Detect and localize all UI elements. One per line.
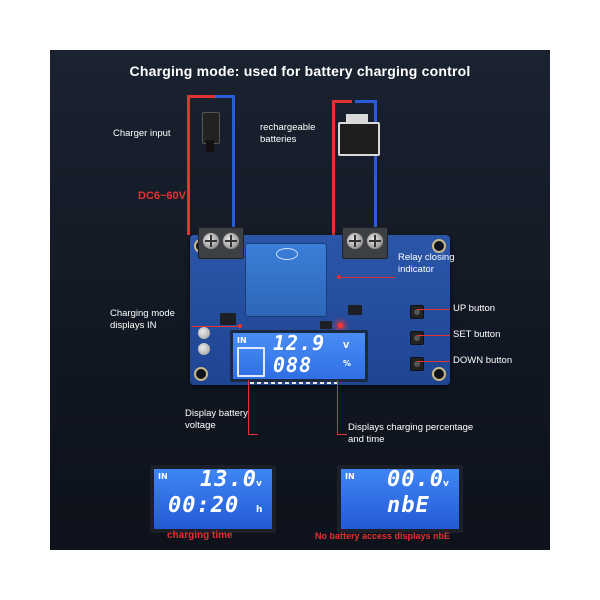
left-lcd-unit-h: h — [256, 505, 263, 515]
charging-time-label: charging time — [167, 530, 233, 541]
right-lcd-unit-v: v — [443, 479, 449, 489]
callout-line-down — [417, 361, 450, 362]
down-button[interactable] — [410, 357, 424, 371]
battery-red-wire — [332, 100, 335, 235]
down-button-label: DOWN button — [453, 355, 513, 366]
callout-line-voltage — [248, 380, 249, 435]
charging-time-display: IN 13.0 v 00:20 h — [150, 465, 276, 533]
right-lcd-voltage: 00.0 — [387, 467, 444, 492]
battery-blue-wire — [374, 100, 377, 235]
pcb-mount-hole — [194, 367, 208, 381]
lcd-in-indicator: IN — [237, 336, 247, 345]
relay-module — [245, 243, 327, 317]
product-image-panel: Charging mode: used for battery charging… — [50, 50, 550, 550]
callout-line-up — [417, 309, 450, 310]
ic-chip — [320, 321, 332, 329]
relay-indicator-label: Relay closing indicator — [398, 252, 455, 275]
pcb-board: IN 12.9 V 088 % — [190, 227, 450, 385]
pcb-mount-hole — [432, 367, 446, 381]
right-lcd-status: nbE — [387, 493, 430, 518]
battery-icon — [338, 122, 380, 156]
charger-red-wire — [187, 95, 190, 235]
screw-icon — [366, 232, 384, 250]
right-lcd-in-indicator: IN — [345, 472, 355, 481]
lcd-voltage-readout: 12.9 — [273, 331, 326, 355]
callout-line-set — [417, 335, 450, 336]
batteries-label-text: rechargeable batteries — [260, 122, 316, 145]
up-button-label: UP button — [453, 303, 496, 314]
callout-line-charging-mode — [192, 326, 242, 327]
callout-dot-charging-mode — [238, 324, 242, 328]
charger-connector-plug — [206, 140, 214, 152]
relay-indicator-led — [338, 323, 343, 328]
charger-red-wire-top — [187, 95, 217, 98]
display-percentage-label: Displays charging percentage and time — [348, 422, 474, 445]
callout-tick-percentage — [337, 434, 347, 435]
display-voltage-label: Display battery voltage — [185, 408, 248, 431]
screw-icon — [222, 232, 240, 250]
left-lcd-voltage: 13.0 — [200, 467, 257, 492]
lcd-unit-percent: % — [343, 359, 352, 368]
charging-mode-label: Charging mode displays IN — [110, 308, 175, 331]
screw-icon — [346, 232, 364, 250]
left-lcd-time: 00:20 — [168, 493, 240, 518]
batteries-label: rechargeable batteries — [260, 122, 340, 146]
lcd-percent-readout: 088 — [273, 353, 313, 377]
charger-input-label: Charger input — [113, 128, 171, 139]
ic-chip — [220, 313, 236, 325]
pcb-mount-hole — [432, 239, 446, 253]
capacitor-icon — [198, 327, 210, 339]
voltage-range-label: DC6~60V — [138, 190, 187, 202]
set-button[interactable] — [410, 331, 424, 345]
ic-chip — [348, 305, 362, 315]
relay-logo-icon — [276, 248, 298, 260]
left-lcd-in-indicator: IN — [158, 472, 168, 481]
no-battery-label: No battery access displays nbE — [315, 531, 451, 541]
pcb-lcd-display: IN 12.9 V 088 % — [230, 330, 368, 382]
lcd-unit-v: V — [343, 341, 350, 350]
output-terminal — [342, 227, 388, 259]
up-button[interactable] — [410, 305, 424, 319]
callout-tick-voltage — [248, 434, 258, 435]
lcd-battery-bar-icon — [237, 347, 265, 377]
screw-icon — [202, 232, 220, 250]
page-title: Charging mode: used for battery charging… — [129, 63, 471, 79]
set-button-label: SET button — [453, 329, 501, 340]
battery-red-wire-top — [332, 100, 352, 103]
capacitor-icon — [198, 343, 210, 355]
charger-blue-wire-top — [215, 95, 235, 98]
battery-terminal — [346, 114, 368, 122]
left-lcd-unit-v: v — [256, 479, 262, 489]
input-terminal — [198, 227, 244, 259]
callout-line-relay — [340, 277, 395, 278]
no-battery-display: IN 00.0 v nbE — [337, 465, 463, 533]
callout-dot-relay — [337, 275, 341, 279]
callout-line-percentage — [337, 380, 338, 435]
charger-blue-wire — [232, 95, 235, 235]
battery-blue-wire-top — [355, 100, 377, 103]
